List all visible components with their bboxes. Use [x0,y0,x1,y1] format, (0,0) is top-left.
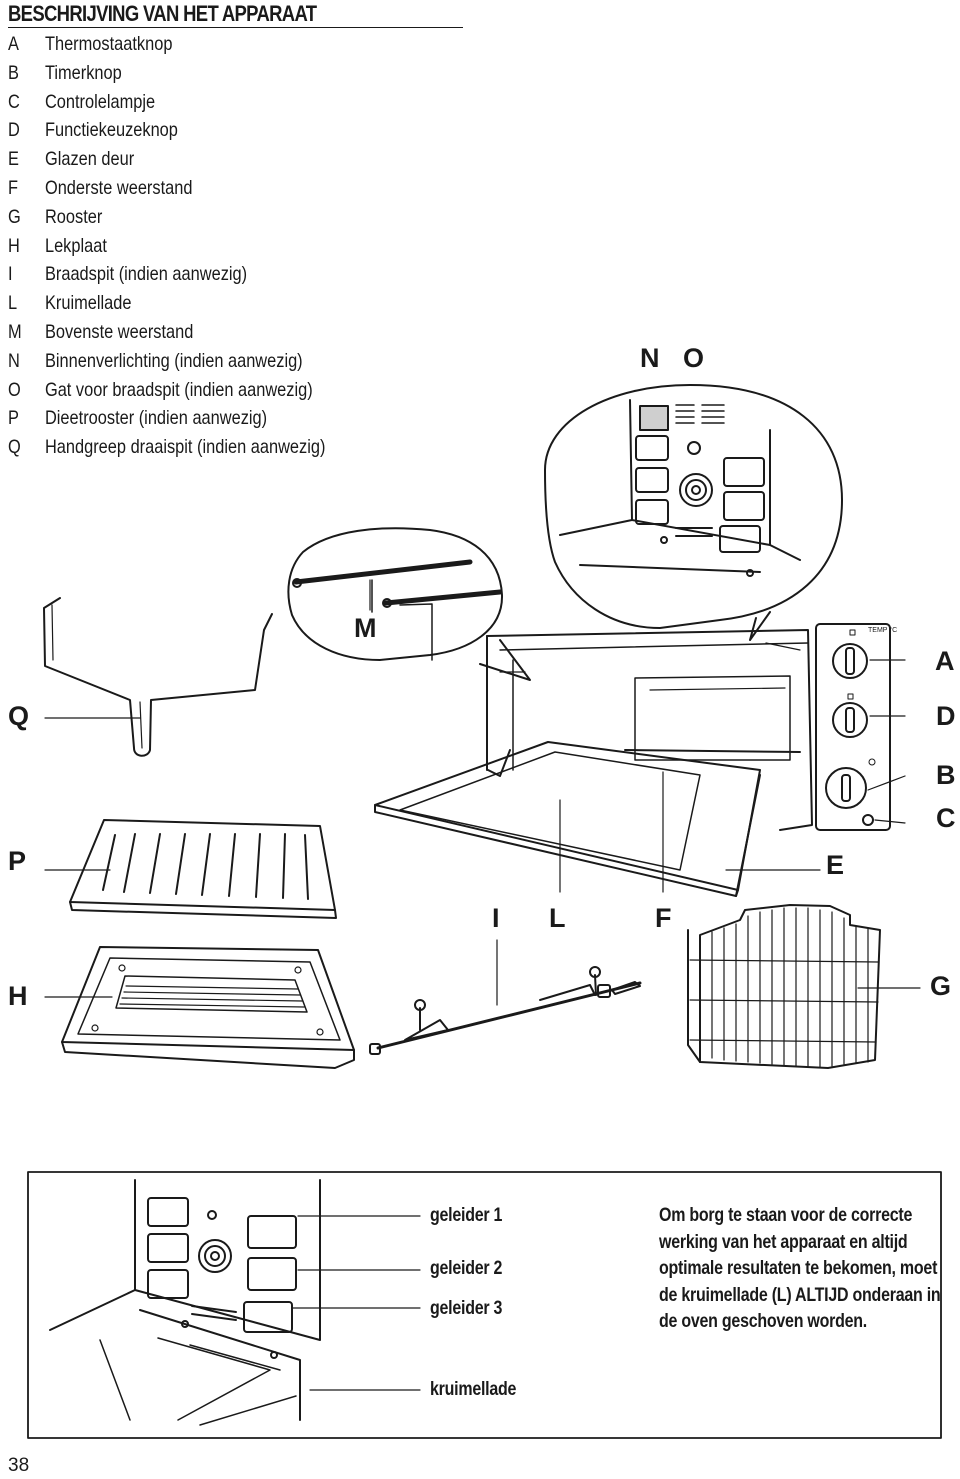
parts-list: A Thermostaatknop B Timerknop C Controlelam… [8,30,386,462]
parts-list-item: M Bovenste weerstand [8,318,325,347]
heading-rule [8,27,463,28]
parts-list-item: C Controlelampje [8,88,325,117]
part-label: Timerknop [44,61,122,84]
diet-grid-P [69,819,337,919]
part-letter: B [8,61,19,84]
vent-slots [675,404,725,424]
upper-element-detail [287,527,531,681]
part-letter: L [8,292,18,315]
guide-label-3: geleider 3 [430,1297,503,1319]
parts-list-item: O Gat voor braadspit (indien aanwezig) [8,376,325,405]
parts-list-item: D Functiekeuzeknop [8,116,325,145]
callout-P: P [8,846,27,876]
part-label: Kruimellade [44,292,132,315]
part-letter: N [8,349,20,372]
parts-list-item: B Timerknop [8,59,325,88]
part-label: Handgreep draaispit (indien aanwezig) [44,436,326,459]
fan-grille [679,473,713,507]
parts-list-item: F Onderste weerstand [8,174,325,203]
interior-light [639,405,669,431]
parts-list-item: E Glazen deur [8,145,325,174]
parts-list-item: P Dieetrooster (indien aanwezig) [8,404,325,433]
oven-guides-detail [49,1179,421,1426]
callout-C: C [936,803,956,833]
part-label: Braadspit (indien aanwezig) [44,263,248,286]
parts-list-item: N Binnenverlichting (indien aanwezig) [8,347,325,376]
callout-B: B [936,760,956,790]
part-label: Binnenverlichting (indien aanwezig) [44,349,303,372]
oven-interior-detail [544,384,843,641]
callout-F: F [655,903,672,933]
rotisserie-spit-I [369,966,642,1055]
guide-label-1: geleider 1 [430,1204,503,1226]
guide-label-2: geleider 2 [430,1257,503,1279]
part-label: Functiekeuzeknop [44,119,178,142]
guides-info-box [27,1171,942,1439]
callout-L: L [549,903,566,933]
callout-I: I [492,903,500,933]
part-letter: G [8,205,21,228]
part-label: Gat voor braadspit (indien aanwezig) [44,378,313,401]
parts-list-item: H Lekplaat [8,232,325,261]
oven-body [486,629,813,831]
part-letter: Q [8,436,21,459]
part-label: Onderste weerstand [44,176,193,199]
part-label: Lekplaat [44,234,107,257]
crumb-tray-label: kruimellade [430,1378,517,1400]
crumb-tray-note: Om borg te staan voor de correcte werkin… [659,1204,941,1332]
part-label: Dieetrooster (indien aanwezig) [44,407,268,430]
parts-list-item: Q Handgreep draaispit (indien aanwezig) [8,433,325,462]
parts-list-item: I Braadspit (indien aanwezig) [8,260,325,289]
callout-O: O [683,343,705,373]
glass-door-E [374,741,761,897]
section-heading: BESCHRIJVING VAN HET APPARAAT [8,1,317,26]
part-letter: D [8,119,20,142]
callout-E: E [826,850,845,880]
control-lamp-C [862,814,874,826]
part-label: Glazen deur [44,148,135,171]
callout-Q: Q [8,701,30,731]
parts-list-item: G Rooster [8,203,325,232]
callout-N: N [640,343,660,373]
part-label: Rooster [44,205,103,228]
part-letter: I [8,263,13,286]
part-label: Thermostaatknop [44,33,173,55]
part-label: Bovenste weerstand [44,320,194,343]
callout-G: G [930,971,952,1001]
function-knob-D [832,702,868,738]
thermostat-knob-A [832,643,868,679]
drip-tray-H [61,946,355,1069]
part-letter: F [8,176,19,199]
parts-list-item: A Thermostaatknop [8,30,325,59]
part-letter: E [8,148,19,171]
part-letter: O [8,378,21,401]
part-letter: C [8,90,20,113]
part-label: Controlelampje [44,90,156,113]
part-letter: P [8,407,19,430]
callout-H: H [8,981,28,1011]
rotisserie-handle-Q [43,597,273,757]
part-letter: H [8,234,20,257]
wire-rack-G [687,904,881,1069]
page-number: 38 [8,1455,30,1476]
callout-M: M [354,613,377,643]
callout-D: D [936,701,956,731]
callout-A: A [935,646,955,676]
part-letter: M [8,320,22,343]
parts-list-item: L Kruimellade [8,289,325,318]
control-panel [815,623,891,831]
temp-scale-mark: TEMP °C [868,627,898,634]
part-letter: A [8,33,19,55]
timer-knob-B [825,767,867,809]
spit-hole [687,441,701,455]
